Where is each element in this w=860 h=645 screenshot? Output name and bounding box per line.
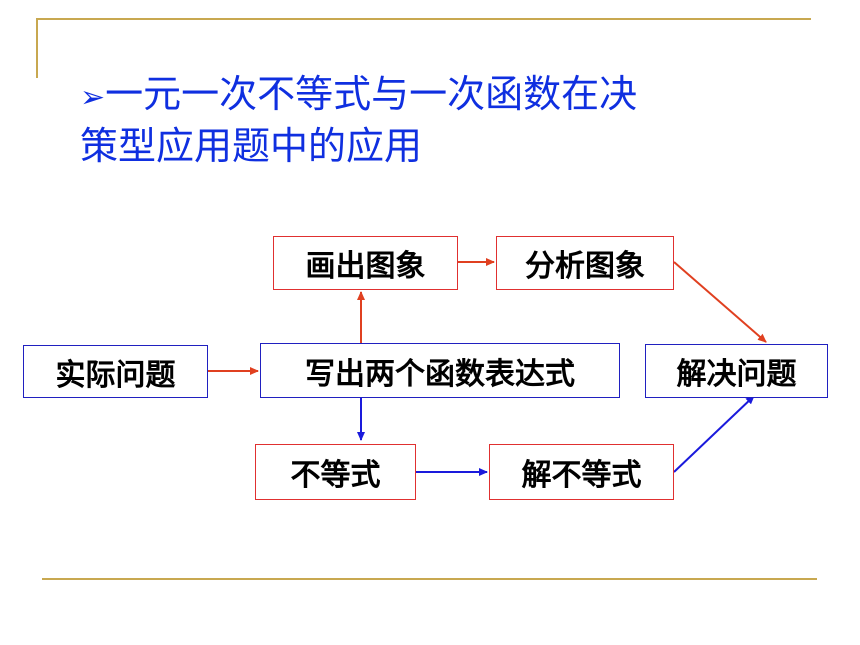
left-rule bbox=[36, 18, 38, 78]
title-line-1: ➢一元一次不等式与一次函数在决 bbox=[80, 70, 780, 122]
arrow-analyze-to-solve bbox=[673, 261, 767, 343]
top-rule bbox=[36, 18, 811, 20]
node-write-expressions: 写出两个函数表达式 bbox=[260, 343, 620, 398]
title-line-2: 策型应用题中的应用 bbox=[80, 124, 423, 168]
node-inequality: 不等式 bbox=[255, 444, 416, 500]
node-solve-inequality: 解不等式 bbox=[489, 444, 674, 500]
node-draw-graph: 画出图象 bbox=[273, 236, 458, 290]
arrow-bullet-icon: ➢ bbox=[80, 80, 106, 115]
arrow-solve-inequality-to-solve bbox=[673, 395, 755, 473]
node-solve-problem: 解决问题 bbox=[645, 344, 828, 398]
bottom-rule bbox=[42, 578, 817, 580]
node-analyze-graph: 分析图象 bbox=[496, 236, 674, 290]
node-practical-problem: 实际问题 bbox=[23, 345, 208, 398]
slide-title: ➢一元一次不等式与一次函数在决 策型应用题中的应用 bbox=[80, 70, 780, 170]
title-line-1-text: 一元一次不等式与一次函数在决 bbox=[105, 72, 638, 116]
